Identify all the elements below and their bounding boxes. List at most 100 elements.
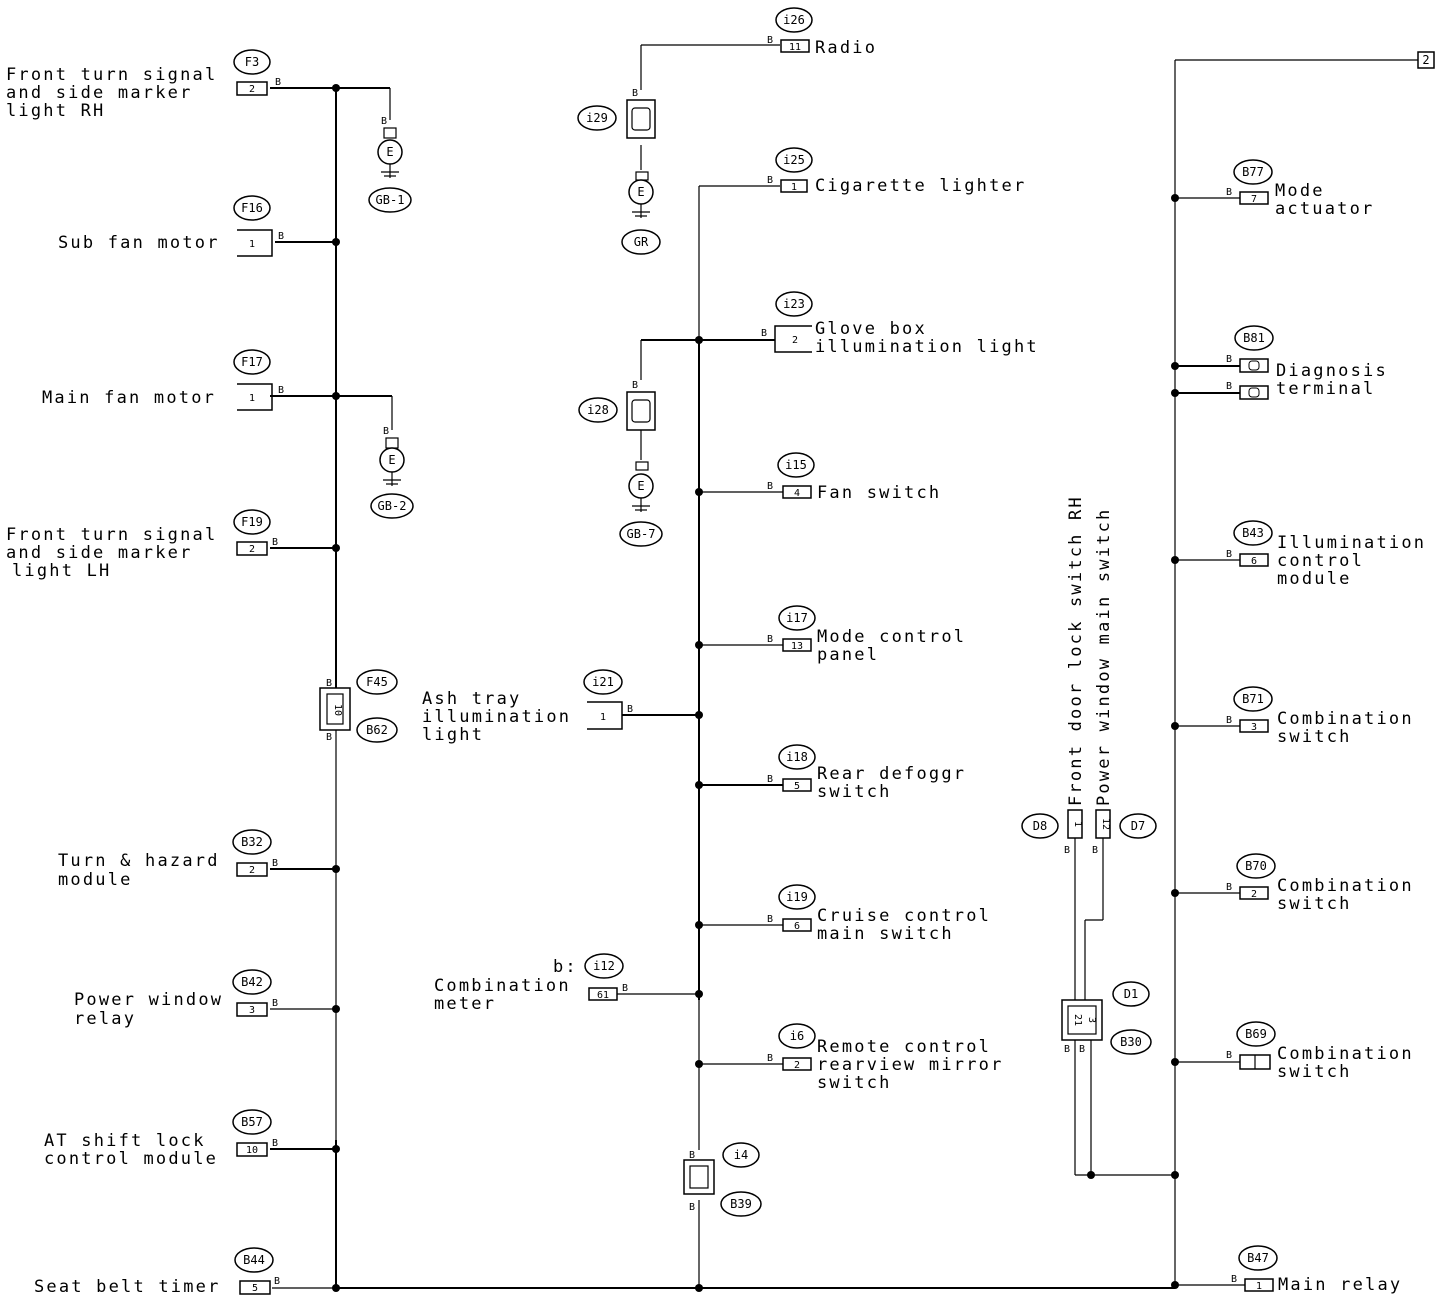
junction-dots: [332, 84, 1179, 1292]
svg-text:1: 1: [791, 182, 797, 193]
svg-text:Combination: Combination: [1277, 709, 1414, 729]
svg-text:Sub fan motor: Sub fan motor: [58, 233, 220, 253]
svg-text:Turn & hazard: Turn & hazard: [58, 851, 220, 871]
svg-text:and side marker: and side marker: [6, 83, 193, 103]
svg-text:B: B: [767, 1053, 773, 1064]
svg-text:B57: B57: [241, 1115, 263, 1129]
svg-text:switch: switch: [817, 782, 892, 802]
svg-text:Front turn signal: Front turn signal: [6, 65, 217, 85]
svg-text:i15: i15: [785, 458, 807, 472]
svg-text:control module: control module: [44, 1149, 218, 1169]
svg-text:12: 12: [1100, 818, 1111, 830]
svg-text:2: 2: [792, 335, 798, 346]
svg-text:B: B: [622, 983, 628, 994]
connector-i29: i29 B: [577, 88, 656, 139]
component-main-fan-motor: F17 1 B Main fan motor: [42, 349, 284, 411]
svg-text:B: B: [767, 35, 773, 46]
svg-text:B: B: [381, 116, 387, 127]
svg-text:B44: B44: [243, 1253, 265, 1267]
component-combination-meter: b: i12 61 B Combination meter: [434, 953, 628, 1014]
svg-text:1: 1: [1072, 821, 1083, 827]
svg-text:11: 11: [789, 42, 801, 53]
component-radio: i26 11 B Radio: [767, 7, 877, 58]
svg-text:B: B: [1226, 549, 1232, 560]
svg-text:F16: F16: [241, 201, 263, 215]
svg-text:Seat belt timer: Seat belt timer: [34, 1277, 221, 1297]
svg-text:6: 6: [1251, 556, 1257, 567]
svg-text:and side marker: and side marker: [6, 543, 193, 563]
svg-text:5: 5: [794, 781, 800, 792]
component-mode-actuator: B77 7 B Mode actuator: [1226, 159, 1372, 219]
svg-text:control: control: [1277, 551, 1364, 571]
svg-text:i29: i29: [586, 111, 608, 125]
svg-text:switch: switch: [1277, 1062, 1352, 1082]
component-ash-tray-light: i21 1 B Ash tray illumination light: [422, 669, 633, 745]
svg-text:Mode: Mode: [1275, 181, 1325, 201]
svg-text:B: B: [767, 634, 773, 645]
connector-d8: D8 1 B Front door lock switch RH: [1021, 495, 1086, 856]
svg-text:B: B: [767, 774, 773, 785]
svg-text:F19: F19: [241, 515, 263, 529]
svg-text:Combination: Combination: [434, 976, 571, 996]
svg-text:B42: B42: [241, 975, 263, 989]
svg-text:GB-2: GB-2: [378, 499, 407, 513]
component-combination-switch-b70: B70 2 B Combination switch: [1226, 853, 1414, 914]
svg-text:B: B: [1226, 882, 1232, 893]
svg-text:B: B: [272, 998, 278, 1009]
svg-text:B: B: [326, 732, 332, 743]
svg-text:Power window main switch: Power window main switch: [1094, 508, 1114, 806]
component-glove-box-light: i23 2 B Glove box illumination light: [761, 291, 1037, 357]
svg-text:Radio: Radio: [815, 38, 877, 58]
component-main-relay: B47 1 B Main relay: [1231, 1245, 1400, 1295]
svg-text:1: 1: [249, 393, 255, 404]
svg-text:B: B: [767, 481, 773, 492]
svg-text:B: B: [632, 88, 638, 99]
connector-i4-b39: B B i4 B39: [683, 1142, 762, 1217]
svg-text:F17: F17: [241, 355, 263, 369]
svg-text:i4: i4: [734, 1148, 748, 1162]
svg-text:light LH: light LH: [12, 561, 111, 581]
connector-d1-b30: 21 3 B B D1 B30: [1061, 981, 1152, 1055]
svg-text:i21: i21: [592, 675, 614, 689]
svg-text:Rear defoggr: Rear defoggr: [817, 764, 966, 784]
svg-text:13: 13: [791, 641, 803, 652]
svg-text:B: B: [1079, 1044, 1085, 1055]
svg-text:1: 1: [1256, 1281, 1262, 1292]
svg-text:2: 2: [249, 544, 255, 555]
svg-text:GB-7: GB-7: [627, 527, 656, 541]
svg-text:i25: i25: [783, 153, 805, 167]
svg-text:GB-1: GB-1: [376, 193, 405, 207]
svg-text:2: 2: [1251, 889, 1257, 900]
svg-text:B77: B77: [1242, 165, 1264, 179]
svg-text:B: B: [278, 231, 284, 242]
svg-text:B: B: [767, 914, 773, 925]
svg-text:Combination: Combination: [1277, 876, 1414, 896]
svg-text:B: B: [1064, 1044, 1070, 1055]
svg-text:Remote control: Remote control: [817, 1037, 991, 1057]
connector-i28: i28 B: [578, 380, 656, 431]
svg-text:B: B: [1226, 1050, 1232, 1061]
svg-text:7: 7: [1251, 194, 1257, 205]
svg-text:B: B: [767, 175, 773, 186]
svg-text:3: 3: [249, 1005, 255, 1016]
component-front-turn-lh: F19 2 B Front turn signal and side marke…: [6, 509, 278, 581]
svg-text:B: B: [326, 678, 332, 689]
svg-text:10: 10: [332, 704, 343, 716]
component-cigarette-lighter: i25 1 B Cigarette lighter: [767, 147, 1024, 196]
svg-text:terminal: terminal: [1276, 379, 1375, 399]
svg-text:main switch: main switch: [817, 924, 954, 944]
svg-text:light RH: light RH: [6, 101, 105, 121]
svg-text:B70: B70: [1245, 859, 1267, 873]
svg-text:E: E: [637, 479, 644, 493]
svg-text:B: B: [1226, 715, 1232, 726]
ground-gr: E GR: [621, 171, 661, 255]
svg-text:i12: i12: [593, 959, 615, 973]
svg-text:10: 10: [246, 1145, 258, 1156]
connector-d7: 12 B D7 Power window main switch: [1092, 508, 1157, 856]
component-mode-control-panel: i17 13 B Mode control panel: [767, 605, 964, 665]
svg-text:B: B: [689, 1150, 695, 1161]
component-diagnosis-terminal: B81 B B Diagnosis terminal: [1226, 325, 1386, 400]
svg-text:B: B: [689, 1202, 695, 1213]
svg-text:i23: i23: [783, 297, 805, 311]
svg-text:3: 3: [1251, 722, 1257, 733]
